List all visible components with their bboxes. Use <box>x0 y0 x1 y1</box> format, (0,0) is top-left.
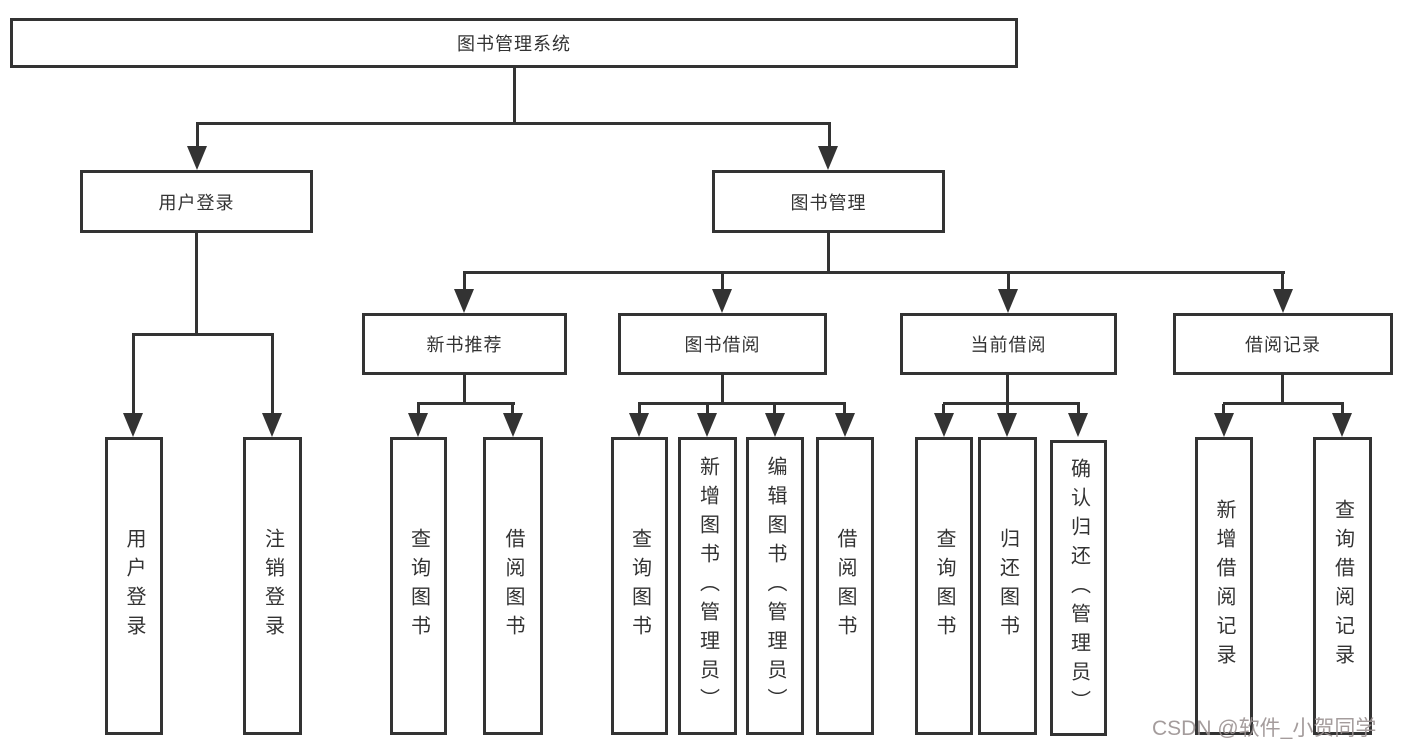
connector-line <box>511 404 514 416</box>
node-leaf-cb-confirm-return-admin: 确认归还（管理员） <box>1050 440 1107 736</box>
arrow-down-icon <box>997 413 1017 437</box>
connector-line <box>463 273 466 291</box>
connector-line <box>1007 273 1010 291</box>
connector-line <box>638 404 641 416</box>
connector-line <box>942 404 945 416</box>
connector-line <box>417 402 515 405</box>
arrow-down-icon <box>262 413 282 437</box>
node-book-borrowing: 图书借阅 <box>618 313 827 375</box>
arrow-down-icon <box>454 289 474 313</box>
leaf-label: 编辑图书（管理员） <box>764 455 786 717</box>
connector-line <box>828 122 831 148</box>
node-leaf-bb-query-books: 查询图书 <box>611 437 668 735</box>
connector-line <box>943 402 1080 405</box>
leaf-label: 借阅图书 <box>502 528 524 644</box>
arrow-down-icon <box>697 413 717 437</box>
connector-line <box>773 404 776 416</box>
node-leaf-nb-query-books: 查询图书 <box>390 437 447 735</box>
arrow-down-icon <box>503 413 523 437</box>
csdn-watermark: CSDN @软件_小贺同学 <box>1152 717 1377 740</box>
connector-line <box>513 66 516 124</box>
connector-line <box>827 231 830 273</box>
node-leaf-logout: 注销登录 <box>243 437 302 735</box>
arrow-down-icon <box>712 289 732 313</box>
arrow-down-icon <box>123 413 143 437</box>
arrow-down-icon <box>998 289 1018 313</box>
connector-line <box>843 404 846 416</box>
connector-line <box>196 122 831 125</box>
connector-line <box>132 333 274 336</box>
leaf-label: 新增借阅记录 <box>1213 499 1235 673</box>
node-leaf-bb-add-books-admin: 新增图书（管理员） <box>678 437 737 735</box>
connector-line <box>196 122 199 148</box>
node-leaf-bb-borrow-books: 借阅图书 <box>816 437 874 735</box>
leaf-label: 查询图书 <box>933 528 955 644</box>
node-borrowing-records: 借阅记录 <box>1173 313 1393 375</box>
leaf-label: 确认归还（管理员） <box>1067 457 1090 719</box>
connector-line <box>1077 404 1080 416</box>
arrow-down-icon <box>1273 289 1293 313</box>
leaf-label: 新增图书（管理员） <box>696 455 719 717</box>
leaf-label: 注销登录 <box>261 528 284 644</box>
node-user-login: 用户登录 <box>80 170 313 233</box>
connector-line <box>1341 404 1344 416</box>
arrow-down-icon <box>835 413 855 437</box>
leaf-label: 归还图书 <box>996 528 1019 644</box>
connector-line <box>721 273 724 291</box>
connector-line <box>1222 404 1225 416</box>
node-leaf-user-login: 用户登录 <box>105 437 163 735</box>
arrow-down-icon <box>408 413 428 437</box>
leaf-label: 查询借阅记录 <box>1331 499 1354 673</box>
connector-line <box>1006 373 1009 404</box>
node-leaf-bb-edit-books-admin: 编辑图书（管理员） <box>746 437 804 735</box>
connector-line <box>417 404 420 416</box>
leaf-label: 用户登录 <box>123 528 145 644</box>
node-leaf-br-add-record: 新增借阅记录 <box>1195 437 1253 735</box>
node-leaf-cb-query-books: 查询图书 <box>915 437 973 735</box>
leaf-label: 查询图书 <box>407 528 430 644</box>
connector-line <box>1223 402 1344 405</box>
node-new-book-recommend: 新书推荐 <box>362 313 567 375</box>
arrow-down-icon <box>629 413 649 437</box>
connector-line <box>271 335 274 415</box>
node-leaf-br-query-record: 查询借阅记录 <box>1313 437 1372 735</box>
connector-line <box>132 335 135 415</box>
connector-line <box>638 402 846 405</box>
leaf-label: 借阅图书 <box>834 528 856 644</box>
connector-line <box>706 404 709 416</box>
connector-line <box>463 373 466 404</box>
node-leaf-cb-return-books: 归还图书 <box>978 437 1037 735</box>
connector-line <box>1006 404 1009 416</box>
arrow-down-icon <box>187 146 207 170</box>
connector-line <box>721 373 724 404</box>
arrow-down-icon <box>765 413 785 437</box>
connector-line <box>1281 373 1284 404</box>
connector-line <box>463 271 1285 274</box>
arrow-down-icon <box>1332 413 1352 437</box>
node-library-management-system: 图书管理系统 <box>10 18 1018 68</box>
arrow-down-icon <box>934 413 954 437</box>
arrow-down-icon <box>1068 413 1088 437</box>
connector-line <box>1281 273 1284 291</box>
leaf-label: 查询图书 <box>628 528 651 644</box>
arrow-down-icon <box>818 146 838 170</box>
connector-line <box>195 231 198 335</box>
arrow-down-icon <box>1214 413 1234 437</box>
node-book-management: 图书管理 <box>712 170 945 233</box>
node-leaf-nb-borrow-books: 借阅图书 <box>483 437 543 735</box>
node-current-borrowing: 当前借阅 <box>900 313 1117 375</box>
